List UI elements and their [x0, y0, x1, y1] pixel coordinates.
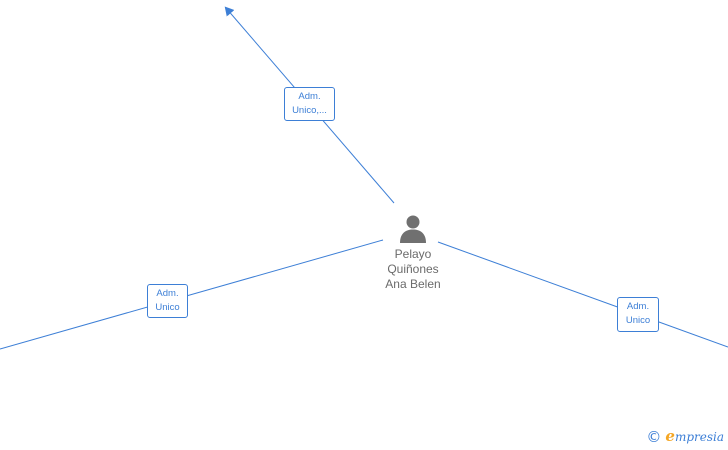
person-icon — [400, 215, 426, 243]
edge-line-left — [0, 239, 384, 350]
person-node[interactable]: Pelayo Quiñones Ana Belen — [370, 213, 456, 292]
edge-label-left-line-2: Unico — [155, 302, 180, 313]
person-name-line-3: Ana Belen — [385, 277, 441, 291]
edge-label-top-line-1: Adm. — [298, 91, 321, 102]
logo-initial: e — [665, 427, 675, 445]
edge-label-right-line-1: Adm. — [626, 301, 650, 312]
copyright-icon: © — [646, 427, 662, 446]
brand-watermark: © empresia — [646, 428, 724, 445]
person-name-line-2: Quiñones — [387, 262, 439, 276]
edge-label-right-line-2: Unico — [625, 315, 651, 326]
empresia-logo: empresia — [665, 428, 724, 445]
edge-label-top-line-2: Unico,... — [292, 105, 327, 116]
edge-label-top[interactable]: Adm. Unico,... — [284, 87, 335, 121]
edge-label-left-line-1: Adm. — [156, 288, 179, 299]
person-name-line-1: Pelayo — [394, 247, 432, 261]
logo-rest: mpresia — [674, 430, 724, 444]
edge-line-right — [437, 241, 728, 348]
person-name: Pelayo Quiñones Ana Belen — [370, 247, 456, 292]
edge-label-left[interactable]: Adm. Unico — [147, 284, 188, 318]
edge-label-right[interactable]: Adm. Unico — [617, 297, 659, 332]
